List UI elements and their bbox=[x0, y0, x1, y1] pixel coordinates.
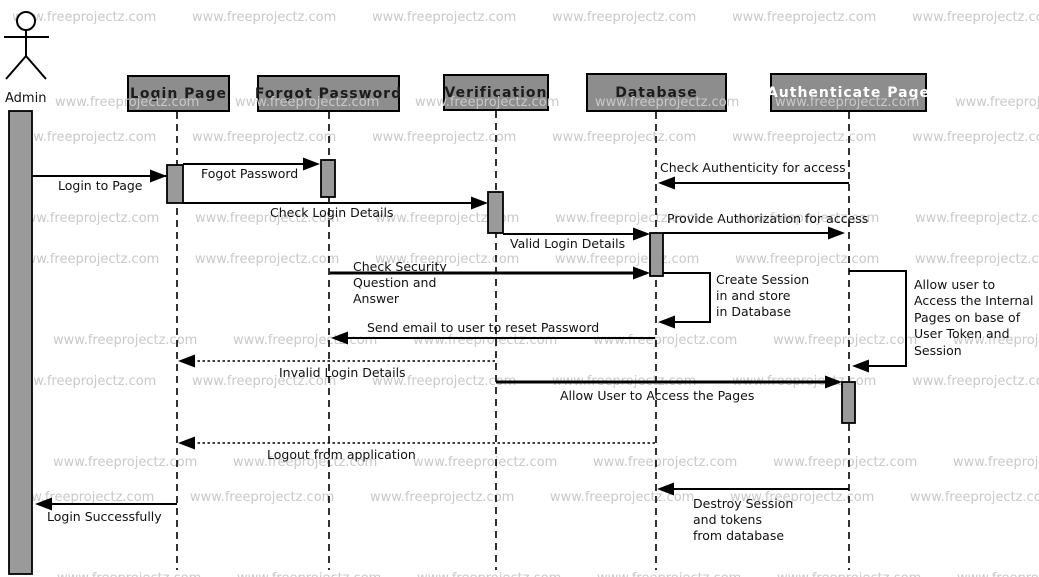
arrow-destroy-session bbox=[657, 482, 849, 496]
message-label-allow-pages: Allow User to Access the Pages bbox=[560, 388, 755, 403]
arrow-create-session-self bbox=[658, 272, 711, 329]
message-label-send-email: Send email to user to reset Password bbox=[367, 320, 600, 335]
message-label-create-session: Create Session in and store in Database bbox=[716, 272, 810, 319]
lifeline-label: Verification bbox=[444, 84, 548, 101]
activation-authenticate bbox=[841, 381, 856, 424]
message-label-login-to-page: Login to Page bbox=[58, 178, 143, 193]
activation-login-page bbox=[166, 164, 184, 204]
arrow-check-login-details bbox=[183, 196, 488, 210]
activation-admin bbox=[8, 110, 33, 575]
arrow-logout bbox=[178, 436, 655, 450]
activation-forgot-password bbox=[320, 159, 336, 198]
message-label-valid-login-details: Valid Login Details bbox=[510, 236, 626, 251]
lifeline-box-forgot-password: Forgot Password bbox=[254, 75, 403, 112]
arrow-provide-authorization bbox=[663, 226, 845, 240]
arrow-login-to-page bbox=[32, 169, 167, 183]
arrow-login-successfully bbox=[35, 497, 177, 511]
arrow-send-email bbox=[331, 331, 655, 345]
message-label-logout: Logout from application bbox=[267, 447, 416, 462]
lifeline-box-login-page: Login Page bbox=[127, 75, 230, 112]
message-label-login-successfully: Login Successfully bbox=[47, 509, 162, 524]
arrow-check-security bbox=[330, 266, 650, 280]
message-label-check-authenticity: Check Authenticity for access bbox=[660, 160, 846, 175]
arrow-allow-pages bbox=[496, 375, 842, 389]
activation-database bbox=[649, 232, 664, 277]
activation-verification bbox=[487, 191, 504, 234]
lifeline-label: Database bbox=[615, 84, 698, 101]
message-label-fogot-password: Fogot Password bbox=[201, 166, 299, 181]
lifeline-label: Forgot Password bbox=[254, 85, 403, 102]
arrow-valid-login-details bbox=[503, 227, 650, 241]
lifeline-label: Authenticate Page bbox=[766, 84, 931, 101]
actor-icon bbox=[4, 11, 49, 80]
arrow-allow-internal-self bbox=[849, 270, 907, 373]
actor-label: Admin bbox=[5, 91, 47, 106]
message-label-allow-internal: Allow user to Access the Internal Pages … bbox=[914, 277, 1034, 358]
message-label-check-login-details: Check Login Details bbox=[270, 205, 394, 220]
activation-bars bbox=[8, 110, 856, 575]
message-arrows bbox=[32, 157, 907, 511]
message-label-destroy-session: Destroy Session and tokens from database bbox=[693, 496, 794, 543]
lifeline-box-authenticate-page: Authenticate Page bbox=[766, 73, 931, 112]
message-label-check-security: Check Security Question and Answer bbox=[353, 259, 447, 306]
message-label-provide-authorization: Provide Authorization for access bbox=[667, 211, 869, 226]
lifeline-box-database: Database bbox=[586, 73, 727, 112]
message-label-invalid-login: Invalid Login Details bbox=[279, 365, 406, 380]
arrow-check-authenticity bbox=[658, 176, 849, 190]
arrow-invalid-login bbox=[178, 354, 495, 368]
lifeline-box-verification: Verification bbox=[443, 74, 549, 111]
arrow-fogot-password bbox=[183, 157, 320, 171]
lifeline-label: Login Page bbox=[129, 85, 228, 102]
